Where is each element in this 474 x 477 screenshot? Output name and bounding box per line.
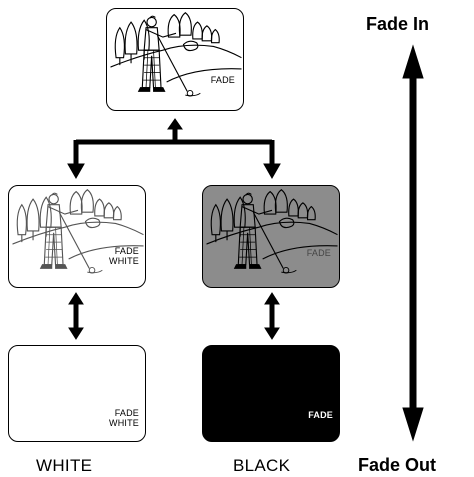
fade-in-label: Fade In: [366, 14, 430, 34]
white-caption: WHITE: [36, 456, 93, 475]
fade-word: FADE: [114, 246, 139, 256]
branch-arrow: [67, 118, 281, 180]
fade-in-out-arrow: [402, 44, 424, 442]
black-double-arrow: [264, 292, 280, 340]
fade-label: FADE: [210, 75, 235, 85]
white-word: WHITE: [109, 256, 139, 266]
fade-label: FADE: [306, 248, 331, 258]
white-word: WHITE: [109, 418, 139, 428]
fade-out-label: Fade Out: [358, 455, 437, 475]
black-caption: BLACK: [233, 456, 291, 475]
fade-white-scene-panel: FADE WHITE: [8, 185, 146, 288]
fade-black-scene-panel: FADE: [202, 185, 340, 288]
fade-white-label: FADE WHITE: [109, 408, 139, 428]
fade-word: FADE: [114, 408, 139, 418]
fade-white-blank-panel: FADE WHITE: [8, 345, 146, 442]
fade-scene-panel: FADE: [106, 8, 244, 111]
white-double-arrow: [68, 292, 84, 340]
fade-white-label: FADE WHITE: [109, 246, 139, 266]
fade-black-blank-panel: FADE: [202, 345, 340, 442]
fade-label: FADE: [308, 410, 333, 420]
